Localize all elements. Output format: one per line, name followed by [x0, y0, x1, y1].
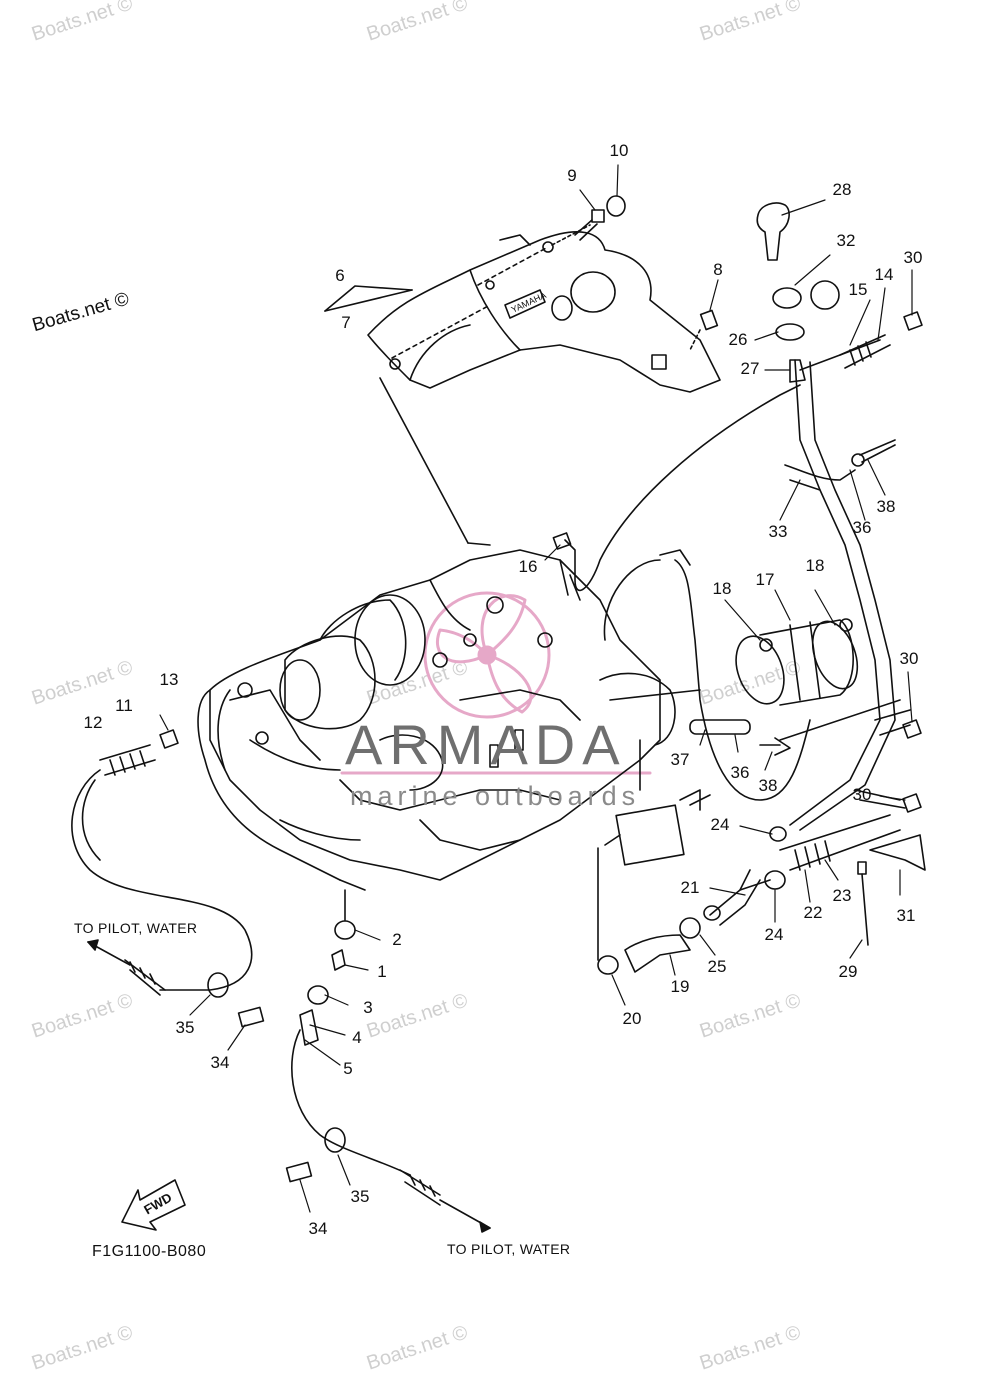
pilot-hose-left [71, 729, 265, 1028]
callout-number: 36 [730, 763, 750, 782]
callout-number: 5 [343, 1059, 353, 1078]
callout-number: 37 [670, 750, 690, 769]
callout-number: 12 [83, 713, 103, 732]
callout-number: 21 [680, 878, 700, 897]
brand-logo-icon [340, 591, 652, 775]
brand-name: ARMADA [345, 713, 627, 776]
brand-tagline: marine outboards [350, 781, 641, 811]
callout-number: 25 [707, 957, 727, 976]
callout-number: 24 [764, 925, 784, 944]
callout-number: 31 [896, 906, 916, 925]
callout-number: 27 [740, 359, 760, 378]
cover-logo-plate [504, 289, 546, 319]
callout-number: 14 [874, 265, 894, 284]
callout-number: 33 [768, 522, 788, 541]
callout-number: 35 [350, 1187, 370, 1206]
callout-number: 34 [308, 1219, 328, 1238]
forward-arrow-icon [121, 1179, 186, 1231]
callout-number: 4 [352, 1028, 362, 1047]
callout-number: 30 [852, 785, 872, 804]
callout-number: 18 [712, 579, 732, 598]
intake-hose-part [735, 618, 859, 706]
callout-number: 10 [609, 141, 629, 160]
callout-number: 15 [848, 280, 868, 299]
callout-number: 23 [832, 886, 852, 905]
callout-number: 17 [755, 570, 775, 589]
callout-number: 30 [899, 649, 919, 668]
engine-block-part [209, 549, 701, 881]
lower-hose-parts [597, 699, 926, 975]
callout-number: 18 [805, 556, 825, 575]
callout-number: 28 [832, 180, 852, 199]
pilot-water-label-left: TO PILOT, WATER [74, 920, 198, 936]
filler-neck-part [756, 202, 923, 491]
callout-number: 2 [392, 930, 402, 949]
callout-number: 1 [377, 962, 387, 981]
callout-number: 13 [159, 670, 179, 689]
callout-number: 22 [803, 903, 823, 922]
callout-number: 3 [363, 998, 373, 1017]
callout-number: 19 [670, 977, 690, 996]
callout-number: 26 [728, 330, 748, 349]
callout-number: 9 [567, 166, 577, 185]
callout-number: 38 [758, 776, 778, 795]
callout-number: 16 [518, 557, 538, 576]
top-cover-part [367, 231, 721, 393]
callout-number: 38 [876, 497, 896, 516]
callout-number: 11 [115, 696, 133, 715]
pilot-water-label-bottom: TO PILOT, WATER [447, 1241, 571, 1257]
diagram-code: F1G1100-B080 [92, 1243, 207, 1260]
callout-number: 35 [175, 1018, 195, 1037]
callout-number: 32 [836, 231, 856, 250]
cover-logo-text: YAMAHA [510, 290, 548, 315]
leader-lines [159, 164, 913, 1213]
callout-number: 6 [335, 266, 345, 285]
callout-number: 8 [713, 260, 723, 279]
callout-number: 36 [852, 518, 872, 537]
callout-number: 34 [210, 1053, 230, 1072]
callout-number: 29 [838, 962, 858, 981]
callout-number: 7 [341, 313, 351, 332]
callout-number: 30 [903, 248, 923, 267]
pilot-hose-bottom [285, 889, 491, 1233]
callout-number: 20 [622, 1009, 642, 1028]
callout-number: 24 [710, 815, 730, 834]
